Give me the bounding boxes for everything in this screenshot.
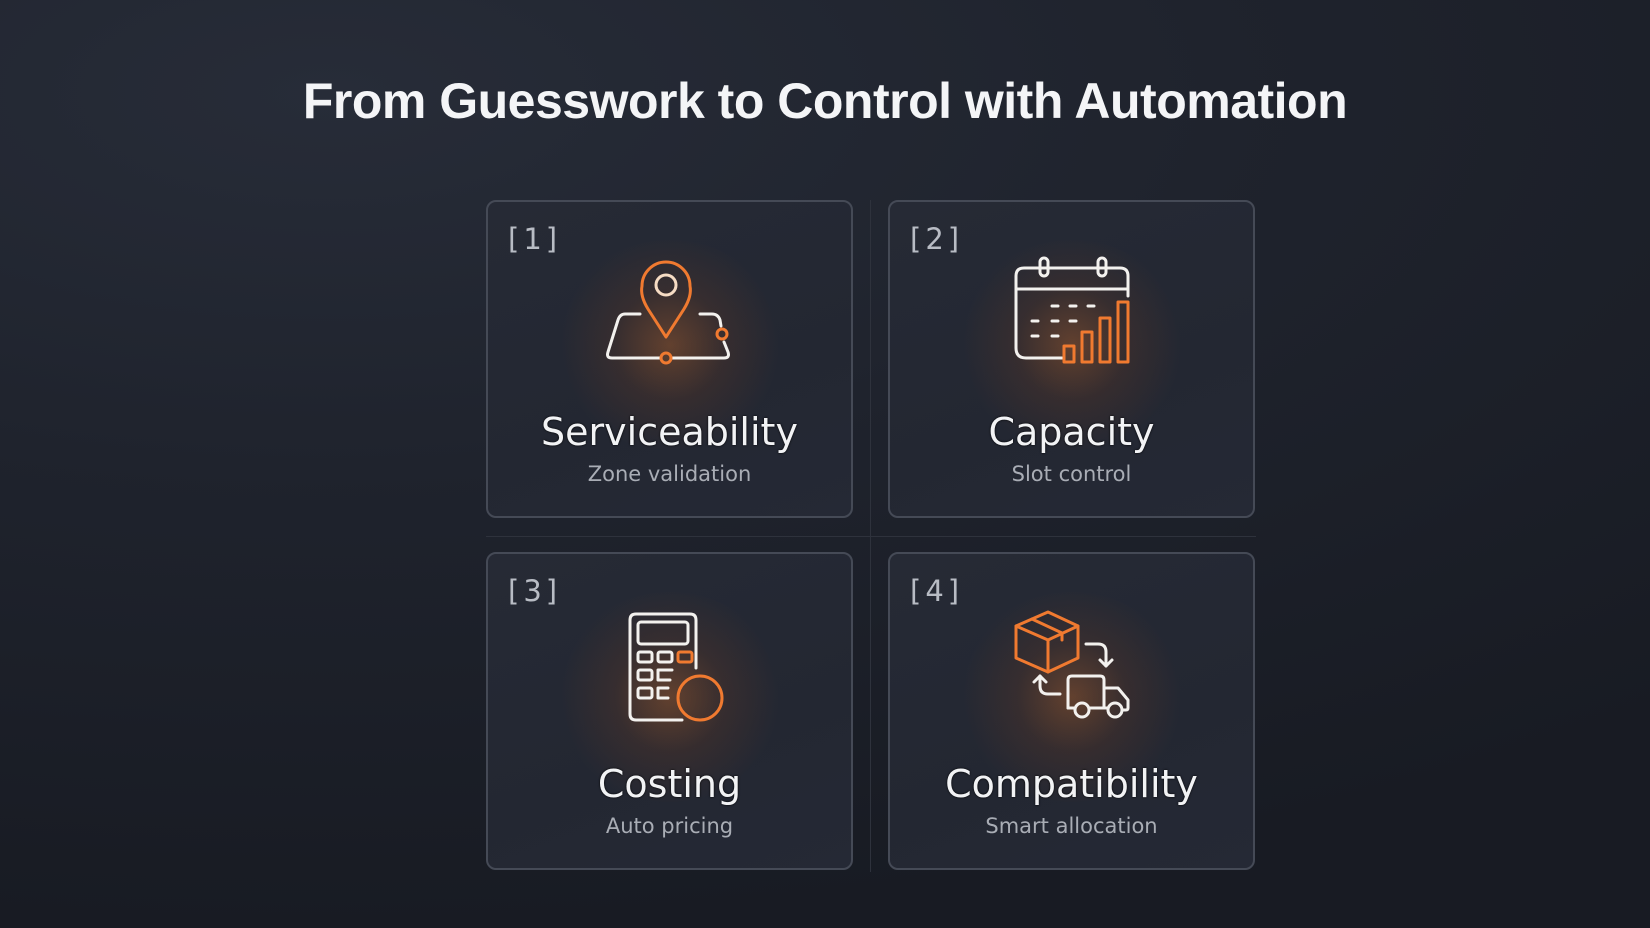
card-index: [4] — [910, 574, 964, 608]
feature-card-capacity: [2] Capacity Slot control — [888, 200, 1255, 518]
card-index: [3] — [508, 574, 562, 608]
card-index: [1] — [508, 222, 562, 256]
grid-divider-horizontal — [486, 536, 1256, 537]
card-title: Serviceability — [541, 410, 798, 454]
box-truck-exchange-icon — [1014, 610, 1129, 719]
card-subtitle: Auto pricing — [605, 814, 734, 838]
feature-card-costing: [3] £ $ Costing Auto pricing — [486, 552, 853, 870]
card-index: [2] — [910, 222, 964, 256]
card-title: Capacity — [988, 410, 1155, 454]
icon-glow — [956, 592, 1187, 802]
card-title: Compatibility — [945, 762, 1198, 806]
feature-card-compatibility: [4] Compatibility Smart allocation — [888, 552, 1255, 870]
page-title: From Guesswork to Control with Automatio… — [302, 73, 1348, 129]
calendar-bar-chart-icon — [1014, 256, 1129, 364]
card-subtitle: Slot control — [1011, 462, 1132, 486]
map-pin-zone-icon — [605, 260, 730, 365]
svg-text:$: $ — [690, 684, 707, 714]
icon-glow — [554, 592, 785, 802]
feature-card-serviceability: [1] Serviceability Zone validation — [486, 200, 853, 518]
card-title: Costing — [597, 762, 742, 806]
calculator-dollar-icon: £ $ — [628, 612, 723, 722]
card-subtitle: Smart allocation — [985, 814, 1158, 838]
card-subtitle: Zone validation — [587, 462, 752, 486]
